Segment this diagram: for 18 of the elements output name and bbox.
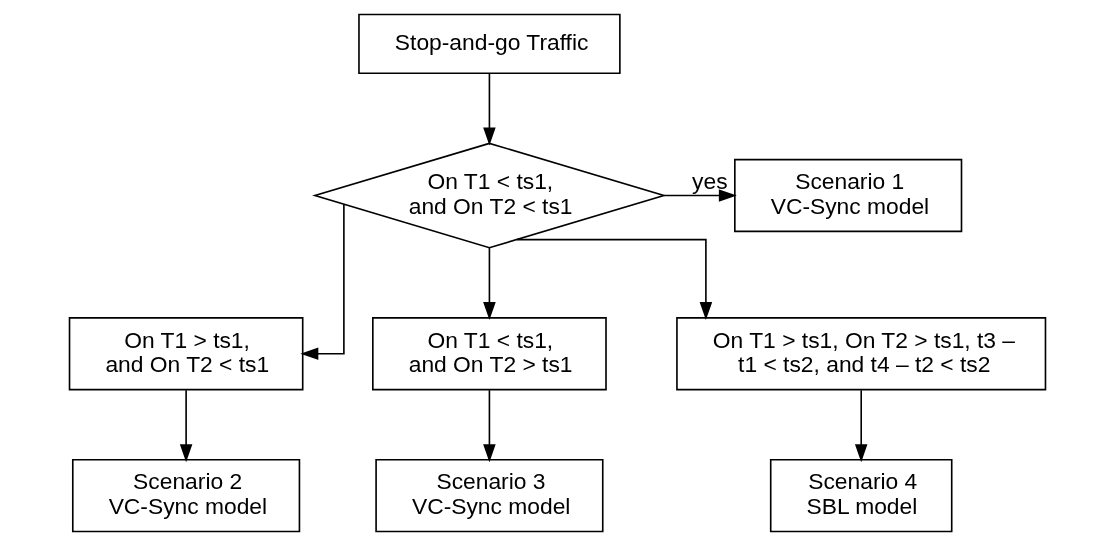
node-box: On T1 > ts1, On T2 > ts1, t3 – t1 < ts2, and t4 – t2 < ts2: [676, 317, 1047, 391]
node-box: Scenario 4 SBL model: [769, 458, 953, 533]
arrow: [663, 189, 737, 202]
arrow: [300, 203, 345, 360]
node-box: On T1 < ts1, and On T2 > ts1: [372, 317, 607, 391]
node-box: Stop-and-go Traffic: [358, 13, 621, 75]
arrow: [483, 246, 496, 320]
arrow: [179, 389, 193, 463]
node-box: Scenario 2 VC-Sync model: [71, 458, 301, 533]
edge-label: yes: [692, 168, 728, 195]
arrow: [516, 238, 713, 321]
node-box: Scenario 3 VC-Sync model: [375, 458, 604, 533]
arrow: [483, 389, 496, 463]
node-diamond: On T1 < ts1, and On T2 < ts1: [312, 142, 667, 249]
node-box: On T1 > ts1, and On T2 < ts1: [68, 317, 304, 391]
arrow: [483, 73, 496, 146]
arrow: [854, 389, 868, 463]
node-box: Scenario 1 VC-Sync model: [734, 158, 963, 233]
